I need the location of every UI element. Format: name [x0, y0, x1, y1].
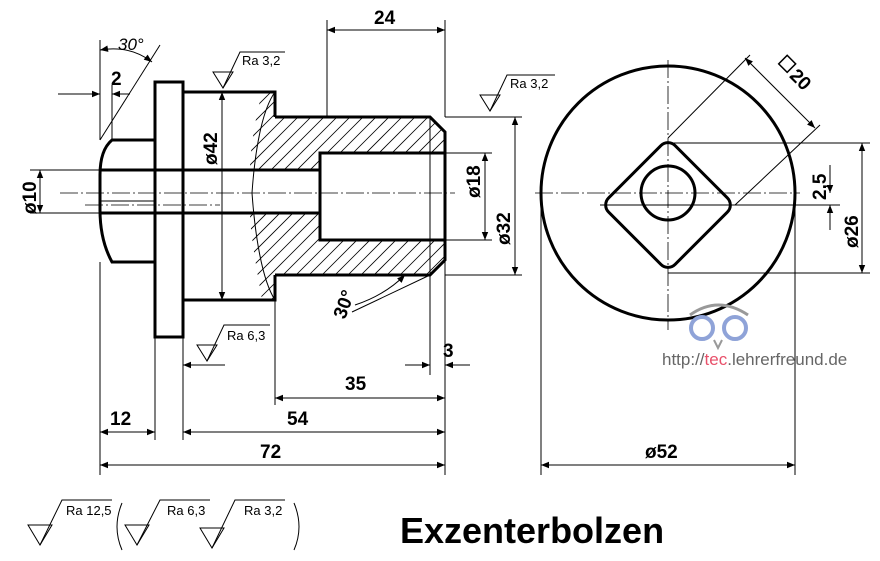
hatch-line: [250, 92, 310, 300]
dim-phi26: ø26: [842, 215, 863, 248]
hatch-line: [550, 80, 790, 320]
hatch-line: [641, 80, 880, 320]
hatch-line: [432, 92, 445, 300]
hatch-line: [250, 92, 336, 300]
svg-text:Ra 12,5: Ra 12,5: [66, 503, 112, 518]
hatch-line: [472, 80, 712, 320]
body-phi42: [183, 90, 277, 302]
hatch-line: [680, 80, 880, 320]
svg-text:Ra 3,2: Ra 3,2: [244, 503, 282, 518]
hole-phi10: [100, 168, 320, 215]
roughness-legend: Ra 12,5 Ra 6,3 Ra 3,2: [27, 499, 300, 551]
dim-2-5: 2,5: [810, 173, 831, 200]
dim-phi32: ø32: [494, 212, 515, 245]
dim-3: 3: [443, 341, 454, 362]
dim-2: 2: [111, 69, 122, 90]
dim-35: 35: [345, 374, 367, 395]
roughness-flange: Ra 6,3: [183, 324, 270, 369]
hatch-line: [250, 92, 271, 300]
drawing-title: Exzenterbolzen: [400, 510, 664, 551]
hatch-line: [498, 80, 738, 320]
hatch-line: [485, 80, 725, 320]
dim-angle-bottom: 30°: [330, 288, 360, 322]
svg-text:Ra 3,2: Ra 3,2: [242, 53, 280, 68]
hatch-line: [250, 92, 284, 300]
hatch-line: [250, 92, 362, 300]
svg-text:Ra 3,2: Ra 3,2: [510, 76, 548, 91]
roughness-right: Ra 3,2: [479, 74, 555, 112]
hatch-line: [667, 80, 880, 320]
dim-phi52: ø52: [645, 442, 678, 463]
svg-text:Ra 6,3: Ra 6,3: [227, 328, 265, 343]
side-view: 24 30° 2 ø10 ø42 ø18 ø32 30° 3 35: [20, 8, 880, 475]
svg-text:Ra 6,3: Ra 6,3: [167, 503, 205, 518]
dim-phi10: ø10: [20, 181, 41, 214]
dim-square-20: 20: [777, 54, 815, 95]
dim-24: 24: [374, 8, 396, 29]
dim-phi42: ø42: [201, 132, 222, 165]
watermark: http://tec.lehrerfreund.de: [662, 303, 847, 369]
hatch-line: [406, 92, 445, 300]
hatch-line: [511, 80, 751, 320]
watermark-url: http://tec.lehrerfreund.de: [662, 350, 847, 369]
hatch-line: [250, 92, 297, 300]
dim-12: 12: [110, 409, 131, 430]
hatch-line: [589, 80, 829, 320]
dim-54: 54: [287, 409, 309, 430]
square-icon: [777, 54, 797, 74]
dim-phi18: ø18: [464, 165, 485, 198]
front-view: ø26 2,5 20 ø52: [535, 54, 870, 475]
hex-head: [98, 138, 155, 264]
bore-phi18: [318, 151, 445, 242]
hatch-line: [628, 80, 868, 320]
hatch-line: [602, 80, 842, 320]
legend-ra-3-2: Ra 3,2: [199, 499, 285, 549]
hatch-line: [654, 80, 880, 320]
hatch-line: [250, 92, 323, 300]
hatch-line: [693, 80, 880, 320]
hatch-line: [250, 92, 258, 300]
dim-72: 72: [260, 442, 281, 463]
roughness-top: Ra 3,2: [212, 51, 285, 89]
legend-ra-12-5: Ra 12,5: [27, 499, 112, 546]
flange: [153, 80, 185, 339]
hatch-line: [576, 80, 816, 320]
square-20: [604, 141, 732, 269]
section-hatching: [250, 80, 880, 320]
dim-angle-top: 30°: [118, 35, 144, 54]
legend-ra-6-3: Ra 6,3: [124, 499, 210, 546]
hatch-line: [563, 80, 803, 320]
owl-gears-logo-icon: [689, 303, 749, 351]
hatch-line: [250, 92, 349, 300]
